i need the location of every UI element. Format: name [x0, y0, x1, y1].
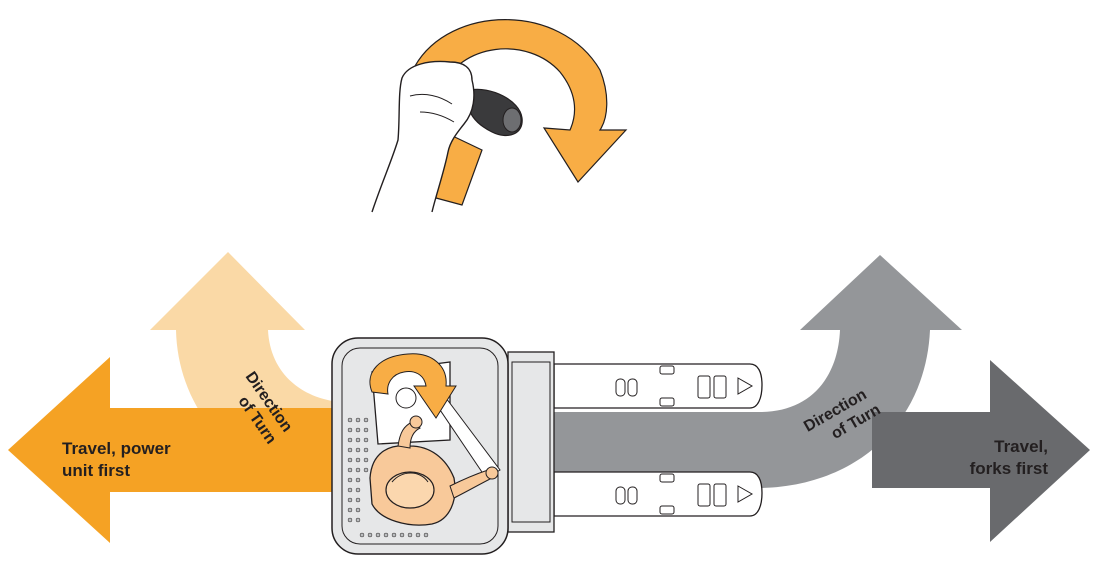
fork-bottom: [553, 471, 763, 517]
travel-power-label-line2: unit first: [62, 461, 130, 480]
pallet-truck-icon: [331, 337, 763, 555]
travel-forks-label-line2: forks first: [970, 459, 1049, 478]
handle-grip-icon: [467, 88, 523, 137]
tiller-turn-arrow-icon: [369, 353, 457, 419]
load-backrest: [507, 351, 555, 533]
travel-forks-label-line1: Travel,: [994, 437, 1048, 456]
travel-power-unit-first-arrow: [8, 357, 340, 543]
control-handle-illustration: [371, 19, 628, 213]
travel-forks-first-arrow: [872, 360, 1090, 542]
fork-top: [553, 363, 763, 409]
direction-of-turn-arrow-right: [554, 255, 962, 488]
floor-plate: [347, 417, 429, 538]
control-turn-arrow-icon: [414, 19, 628, 183]
travel-power-label-line1: Travel, power: [62, 439, 171, 458]
operator-icon: [369, 415, 499, 526]
hand-icon: [371, 60, 475, 213]
